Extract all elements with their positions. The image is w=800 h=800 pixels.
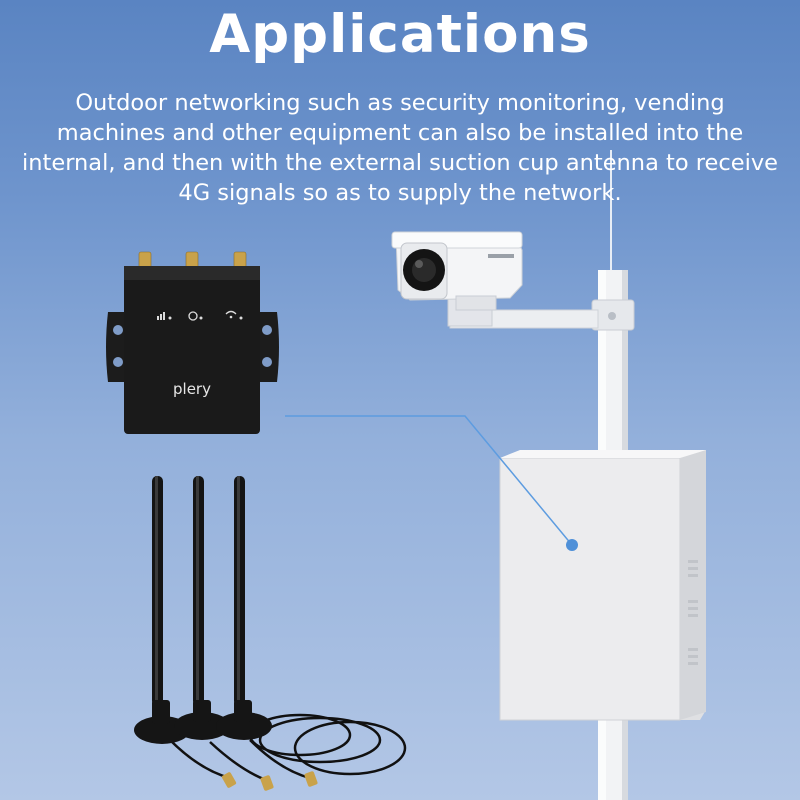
- signal-icon: [157, 312, 165, 320]
- antenna-whip-1: [152, 476, 163, 706]
- wifi-icon: [225, 310, 237, 319]
- callout-dot: [566, 539, 578, 551]
- router-body: [124, 266, 260, 434]
- antenna-whip-3: [234, 476, 245, 706]
- router-brand-label: plery: [173, 380, 211, 398]
- cable-connectors: [221, 771, 318, 791]
- page-title: Applications: [209, 4, 591, 65]
- magnetic-bases: [134, 700, 272, 744]
- router-indicators: [157, 310, 243, 321]
- power-icon: [188, 311, 198, 321]
- antenna-whip-2: [193, 476, 204, 706]
- cabinet-door: [499, 457, 681, 721]
- page-description: Outdoor networking such as security moni…: [22, 90, 778, 206]
